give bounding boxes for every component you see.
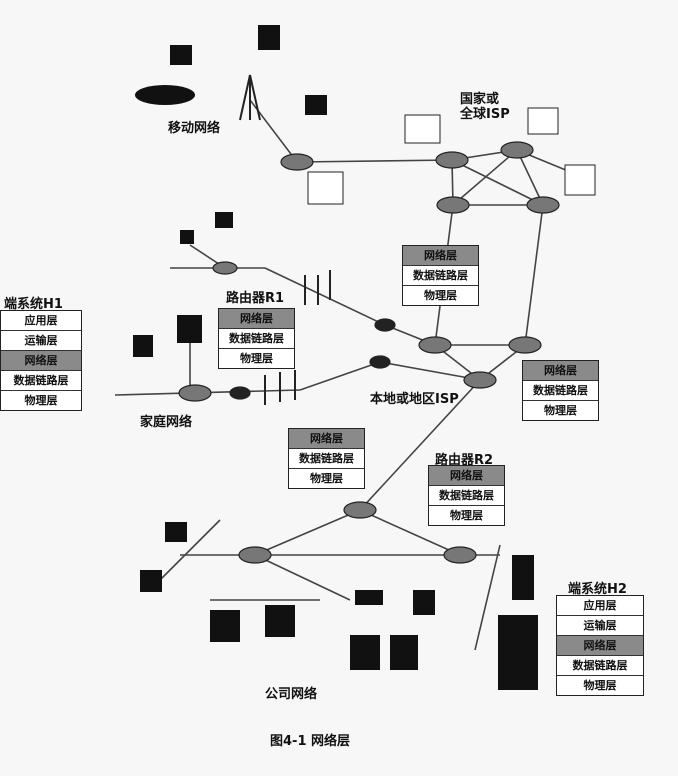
home-network-label: 家庭网络 <box>140 415 193 430</box>
network-layer: 网络层 <box>219 309 294 329</box>
application-layer: 应用层 <box>557 596 643 616</box>
isp-server-icons <box>307 107 596 205</box>
physical-layer: 物理层 <box>424 289 457 302</box>
datalink-layer: 数据链路层 <box>429 486 504 506</box>
datalink-layer: 数据链路层 <box>523 381 598 401</box>
physical-layer: 物理层 <box>240 352 273 365</box>
host-icons <box>133 25 538 690</box>
corporate-router-protocol-stack: 网络层 数据链路层 物理层 <box>288 428 365 489</box>
physical-layer: 物理层 <box>544 404 577 417</box>
network-layer: 网络层 <box>1 351 81 371</box>
network-layer: 网络层 <box>429 466 504 486</box>
corporate-network-label: 公司网络 <box>265 687 318 702</box>
physical-layer: 物理层 <box>583 679 617 692</box>
transport-layer: 运输层 <box>1 331 81 351</box>
datalink-layer: 数据链路层 <box>219 329 294 349</box>
datalink-layer: 数据链路层 <box>557 656 643 676</box>
application-layer: 应用层 <box>1 311 81 331</box>
host-h1-protocol-stack: 应用层 运输层 网络层 数据链路层 物理层 <box>0 310 82 411</box>
host-h2-protocol-stack: 应用层 运输层 网络层 数据链路层 物理层 <box>556 595 644 696</box>
router-r1-label: 路由器R1 <box>226 291 285 306</box>
datalink-layer: 数据链路层 <box>1 371 81 391</box>
physical-layer: 物理层 <box>310 472 343 485</box>
router-r2-label: 路由器R2 <box>435 453 494 468</box>
global-isp-label: 国家或 全球ISP <box>460 92 510 122</box>
local-isp-label: 本地或地区ISP <box>370 392 459 407</box>
wireless-towers <box>239 74 331 405</box>
router-icons <box>178 141 560 564</box>
host-h2-label: 端系统H2 <box>568 582 627 597</box>
mobile-network-label: 移动网络 <box>168 121 221 136</box>
datalink-layer: 数据链路层 <box>403 266 478 286</box>
isp-router-protocol-stack: 网络层 数据链路层 物理层 <box>522 360 599 421</box>
physical-layer: 物理层 <box>24 394 58 407</box>
datalink-layer: 数据链路层 <box>289 449 364 469</box>
router-r2-protocol-stack: 网络层 数据链路层 物理层 <box>428 465 505 526</box>
router-r1-protocol-stack: 网络层 数据链路层 物理层 <box>218 308 295 369</box>
physical-layer: 物理层 <box>450 509 483 522</box>
network-layer: 网络层 <box>523 361 598 381</box>
network-layer: 网络层 <box>289 429 364 449</box>
transport-layer: 运输层 <box>557 616 643 636</box>
host-h1-label: 端系统H1 <box>4 297 63 312</box>
network-layer: 网络层 <box>403 246 478 266</box>
isp-router-protocol-stack: 网络层 数据链路层 物理层 <box>402 245 479 306</box>
figure-caption: 图4-1 网络层 <box>270 734 351 749</box>
network-layer: 网络层 <box>557 636 643 656</box>
